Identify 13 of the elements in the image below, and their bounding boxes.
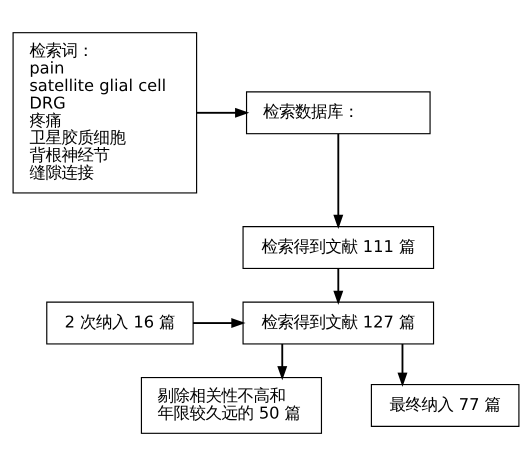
arrow [398,344,408,387]
node-box: 最终纳入 77 篇 [370,384,520,427]
node-box: 检索数据库： [246,91,431,134]
arrow [277,344,288,380]
node-box: 检索得到文献 111 篇 [242,226,434,269]
node-box: 检索词： pain satellite glial cell DRG 疼痛 卫星胶质细胞 背根神经节 缝隙连接 [12,32,198,194]
node-box: 检索得到文献 127 篇 [242,302,434,344]
arrow [193,318,246,328]
arrow [333,268,344,305]
node-box: 剔除相关性不高和年限较久远的 50 篇 [140,377,322,434]
arrow [333,134,344,229]
node-box: 2 次纳入 16 篇 [46,302,194,344]
arrow [196,108,250,118]
